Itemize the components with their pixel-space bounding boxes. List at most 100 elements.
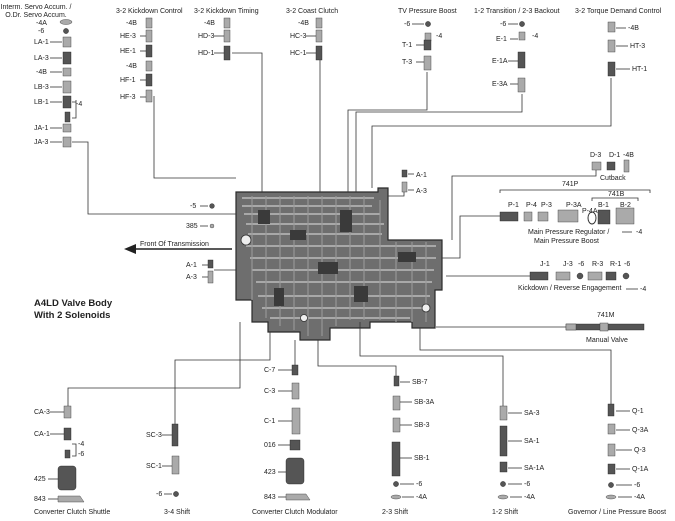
seal-ring <box>59 19 73 25</box>
part-label: -4 <box>76 101 82 108</box>
part-label: 843 <box>264 494 276 501</box>
part-label: P-3 <box>541 202 552 209</box>
part-label: -4 <box>640 286 646 293</box>
part-label: T-3 <box>402 59 412 66</box>
seal-ring <box>497 494 509 500</box>
retainer <box>518 31 526 41</box>
valve-piston <box>607 61 616 77</box>
valve-part <box>62 123 72 133</box>
retainer <box>315 17 323 29</box>
shift-12-group: SA-3 SA-1 SA-1A -6 -4A 1-2 Shift <box>359 322 545 516</box>
valve-piston <box>607 403 615 417</box>
main-reg-label-line2: Main Pressure Boost <box>534 238 599 245</box>
front-of-transmission-label: Front Of Transmission <box>140 241 209 248</box>
part-label: SB-3 <box>414 422 430 429</box>
part-label: B-2 <box>620 202 631 209</box>
part-label: -4B <box>36 69 47 76</box>
plug <box>209 223 215 229</box>
part-label: SB-7 <box>412 379 428 386</box>
part-label: 425 <box>34 476 46 483</box>
part-label: LA-1 <box>34 39 49 46</box>
part-label: -6 <box>624 261 630 268</box>
valve-piston <box>423 39 432 51</box>
shift-23-group: SB-7 SB-3A SB-3 SB-1 -6 -4A 2-3 Shift <box>317 340 435 516</box>
part-label: -6 <box>78 451 84 458</box>
interm-servo-accum-group: Interm. Servo Accum. / O.Dr. Servo Accum… <box>1 4 236 215</box>
part-label: C-3 <box>264 388 275 395</box>
part-label: -6 <box>634 482 640 489</box>
valve-piston <box>391 441 401 477</box>
part-label: C-7 <box>264 367 275 374</box>
valve-piston <box>315 45 323 61</box>
valve-piston <box>145 73 153 87</box>
part-label: P-4 <box>526 202 537 209</box>
part-label: Q-3A <box>632 427 649 434</box>
part-label: T-1 <box>402 42 412 49</box>
part-label: HD-3 <box>198 33 214 40</box>
part-label: A-3 <box>416 188 427 195</box>
part-label: P-1 <box>508 202 519 209</box>
a-valve-upper-group: A-1 A-3 <box>388 169 427 197</box>
part-label: -6 <box>404 21 410 28</box>
transition-backout-label: 1-2 Transition / 2-3 Backout <box>474 8 560 15</box>
part-label: -4A <box>634 494 645 501</box>
valve-spring <box>517 77 526 93</box>
part-label: C-1 <box>264 418 275 425</box>
part-label: D-1 <box>609 152 620 159</box>
retainer <box>623 159 630 173</box>
part-label: 741M <box>597 312 615 319</box>
valve-spring <box>523 211 533 222</box>
check-ball <box>173 491 179 497</box>
valve-spring <box>63 405 72 419</box>
part-label: HF-1 <box>120 77 136 84</box>
valve-piston <box>606 161 616 171</box>
valve-piston <box>291 364 299 376</box>
part-label: HT-1 <box>632 66 647 73</box>
valve-sleeve <box>291 407 301 435</box>
valve-spring <box>145 29 153 43</box>
retainer <box>145 17 153 29</box>
part-label: -6 <box>524 481 530 488</box>
part-label: 016 <box>264 442 276 449</box>
part-label: A-1 <box>186 262 197 269</box>
valve-piston <box>145 44 153 58</box>
coast-clutch-label: 3-2 Coast Clutch <box>286 8 338 15</box>
part-label: 423 <box>264 469 276 476</box>
valve-spring <box>401 181 408 193</box>
part-label: A-3 <box>186 274 197 281</box>
part-label: Q-3 <box>634 447 646 454</box>
converter-clutch-shuttle-group: CA-3 CA-1 -4 -6 425 843 Converter Clutch… <box>34 322 241 516</box>
check-ball <box>63 28 69 34</box>
valve-piston <box>207 259 214 269</box>
governor-label: Governor / Line Pressure Boost <box>568 509 666 516</box>
part-label: -4B <box>628 25 639 32</box>
kickdown-control-label: 3-2 Kickdown Control <box>116 8 183 15</box>
part-label: 741P <box>562 181 579 188</box>
part-label: SC-3 <box>146 432 162 439</box>
part-label: HC-1 <box>290 50 306 57</box>
valve-piston <box>499 211 519 222</box>
shift-12-label: 1-2 Shift <box>492 509 518 516</box>
part-label: -4 <box>436 33 442 40</box>
part-label: Q-1 <box>632 408 644 415</box>
part-label: R-1 <box>610 261 621 268</box>
bracket <box>57 495 85 503</box>
cutback-group: D-3 D-1 -4B Cutback <box>451 152 634 240</box>
valve-piston <box>529 271 549 281</box>
kickdown-timing-group: 3-2 Kickdown Timing -4B HD-3 HD-1 <box>194 8 263 192</box>
kickdown-reverse-label: Kickdown / Reverse Engagement <box>518 285 622 292</box>
bracket <box>285 493 311 501</box>
check-ball <box>209 203 215 209</box>
part-label: SA-1A <box>524 465 545 472</box>
part-label: -6 <box>500 21 506 28</box>
valve-spring <box>145 89 153 103</box>
part-label: LB-3 <box>34 84 49 91</box>
part-label: SC-1 <box>146 463 162 470</box>
kickdown-timing-label: 3-2 Kickdown Timing <box>194 8 259 15</box>
kickdown-reverse-group: J-1 J-3 -6 R-3 R-1 -6 -4 Kickdown / Reve… <box>446 261 646 293</box>
part-label: -4A <box>416 494 427 501</box>
check-ball <box>519 21 525 27</box>
transition-backout-group: 1-2 Transition / 2-3 Backout -6 -4 E-1 E… <box>355 8 560 192</box>
seal-ring <box>587 211 597 225</box>
